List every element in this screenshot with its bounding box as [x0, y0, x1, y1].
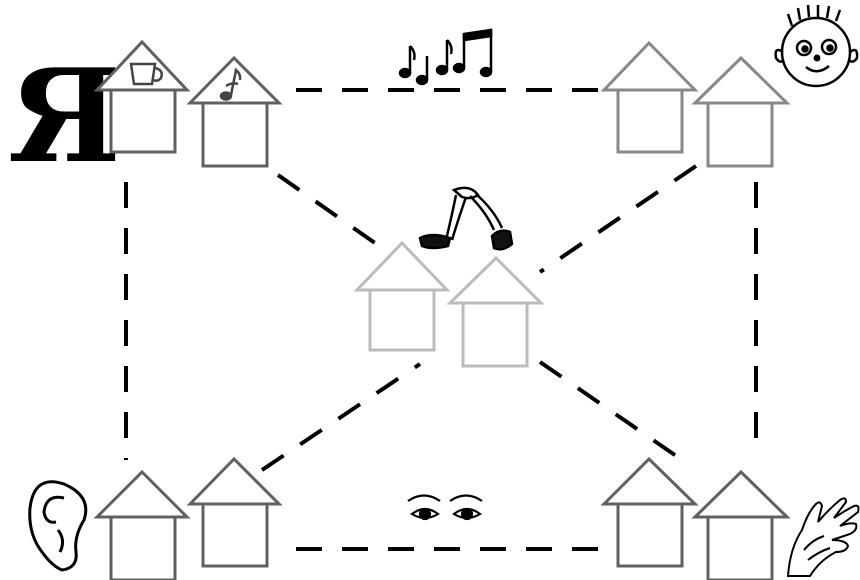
dashed-paths — [124, 88, 758, 551]
cup-icon — [129, 62, 163, 86]
eyes-icon — [407, 494, 483, 521]
house-bottom-left-2 — [186, 456, 283, 568]
house-bottom-right-2 — [691, 469, 791, 580]
house-top-left-2 — [186, 55, 283, 168]
hand-icon — [786, 497, 860, 577]
music-note-icon — [219, 67, 242, 101]
ear-icon — [28, 480, 88, 572]
path-diag-bottom-right — [538, 360, 687, 464]
house-top-left-1 — [93, 39, 191, 154]
house-top-right-2 — [691, 55, 791, 168]
music-notes-icon — [398, 28, 493, 86]
smiling-face-icon — [774, 4, 859, 88]
path-diag-top-right — [538, 164, 698, 274]
path-diag-bottom-left — [260, 362, 422, 472]
walking-legs-icon — [418, 186, 514, 251]
house-center-2 — [446, 255, 545, 368]
house-top-right-1 — [600, 40, 699, 154]
house-bottom-left-1 — [93, 469, 191, 580]
path-diag-top-left — [276, 173, 384, 250]
house-bottom-right-1 — [600, 456, 699, 568]
house-center-1 — [353, 240, 451, 352]
